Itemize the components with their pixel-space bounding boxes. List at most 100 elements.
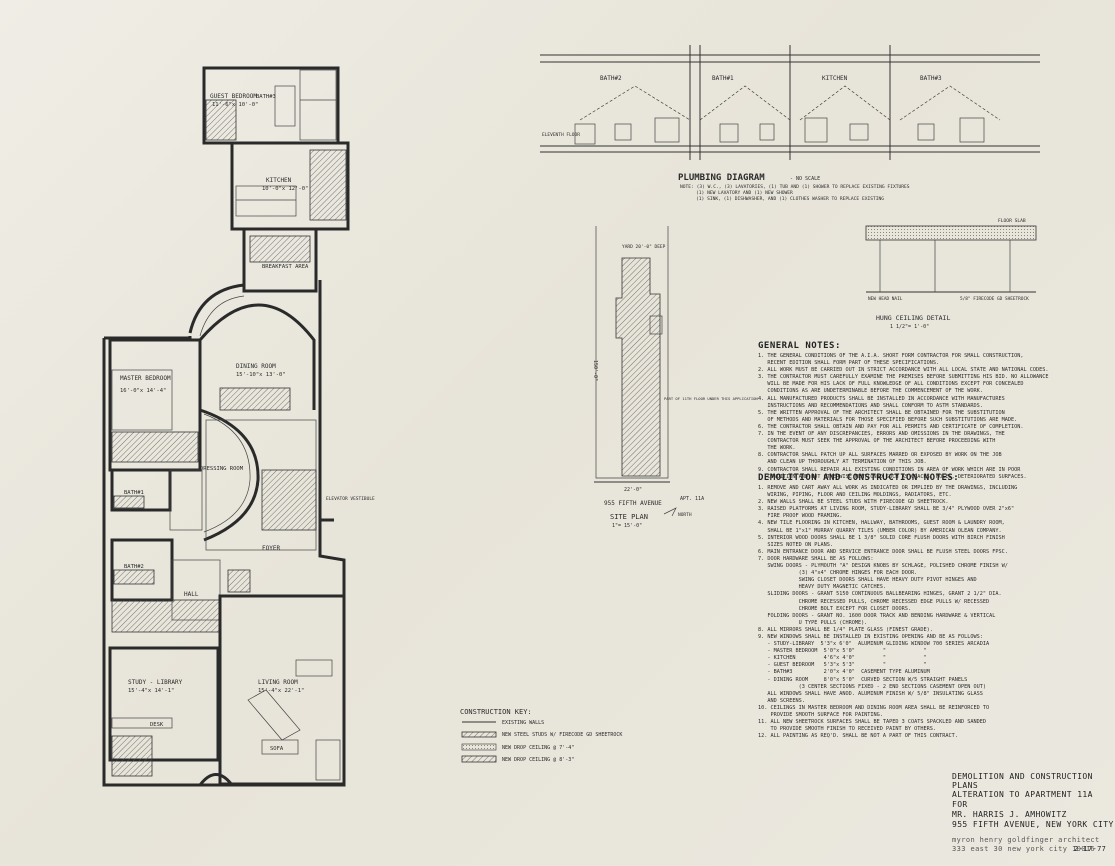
key-item-3: NEW DROP CEILING @ 7'-4" bbox=[502, 745, 574, 751]
demolition-note-line: 12. ALL PAINTING AS REQ'D. SHALL BE NOT … bbox=[758, 733, 958, 740]
eleventh-floor-label: ELEVENTH FLOOR bbox=[542, 132, 580, 138]
room-dressing: DRESSING ROOM bbox=[200, 466, 244, 472]
site-yard: YARD 20'-0" DEEP bbox=[622, 244, 666, 250]
room-study-size: 15'-4"x 14'-1" bbox=[128, 688, 174, 694]
room-foyer: FOYER bbox=[262, 545, 280, 552]
general-notes-heading: GENERAL NOTES: bbox=[758, 341, 841, 351]
demolition-note-line: - MASTER BEDROOM 5'0"x 5'0" " " bbox=[758, 648, 927, 655]
title-date: 2-17-77 bbox=[1074, 845, 1107, 853]
room-master: MASTER BEDROOM bbox=[120, 375, 171, 382]
general-note-line: 3. THE CONTRACTOR MUST CAREFULLY EXAMINE… bbox=[758, 374, 1049, 381]
ceiling-gypsum: 5/8" FIRECODE GD SHEETROCK bbox=[960, 296, 1029, 302]
breakfast-walls bbox=[242, 227, 318, 293]
demolition-note-line: SWING CLOSET DOORS SHALL HAVE HEAVY DUTY… bbox=[758, 577, 977, 584]
floor-plan bbox=[102, 66, 350, 787]
room-dining: DINING ROOM bbox=[236, 363, 276, 370]
demolition-note-line: - DINING ROOM 8'0"x 5'0" CURVED SECTION … bbox=[758, 676, 968, 683]
demolition-note-line: CHROME RECESSED PULLS, CHROME RECESSED E… bbox=[758, 598, 990, 605]
plumbing-title: PLUMBING DIAGRAM bbox=[678, 173, 765, 183]
key-item-2: NEW STEEL STUDS W/ FIRECODE GD SHEETROCK bbox=[502, 732, 622, 738]
site-width: 22'-0" bbox=[624, 487, 642, 493]
general-note-line: THE WORK. bbox=[758, 445, 796, 452]
ceiling-floor-slab: FLOOR SLAB bbox=[998, 218, 1026, 224]
plumbing-label-3: KITCHEN bbox=[822, 75, 848, 82]
room-bath1: BATH#1 bbox=[124, 490, 144, 496]
elevator-vestibule: ELEVATOR VESTIBULE bbox=[326, 496, 375, 502]
demolition-note-line: ALL WINDOWS SHALL HAVE ANOD. ALUMINUM FI… bbox=[758, 690, 983, 697]
demolition-note-line: - GUEST BEDROOM 5'3"x 5'3" " " bbox=[758, 662, 927, 669]
room-hall: HALL bbox=[184, 591, 199, 598]
room-dining-size: 15'-10"x 13'-0" bbox=[236, 372, 286, 378]
title-drawing: DEMOLITION AND CONSTRUCTION PLANS bbox=[952, 772, 1093, 790]
ceiling-scale: 1 1/2"= 1'-0" bbox=[890, 324, 929, 330]
demolition-note-line: - KITCHEN 4'6"x 4'0" " " bbox=[758, 655, 927, 662]
general-note-line: INSTRUCTIONS AND RECOMMENDATIONS AND SHA… bbox=[758, 402, 983, 409]
room-living: LIVING ROOM bbox=[258, 679, 298, 686]
building-footprint bbox=[615, 257, 661, 477]
plumbing-label-4: BATH#3 bbox=[920, 75, 942, 82]
general-note-line: CONDITION AND NOT OTHERWISE MENTIONED SU… bbox=[758, 473, 1027, 480]
guest-closet bbox=[205, 99, 237, 141]
room-kitchen: KITCHEN bbox=[266, 177, 292, 184]
demolition-note-line: (3 CENTER SECTIONS FIXED - 2 END SECTION… bbox=[758, 683, 986, 690]
demolition-note-line: 11. ALL NEW SHEETROCK SURFACES SHALL BE … bbox=[758, 719, 986, 726]
plumbing-note-2: (1) NEW LAVATORY AND (1) NEW SHOWER bbox=[696, 190, 793, 196]
demolition-note-line: 10. CEILINGS IN MASTER BEDROOM AND DININ… bbox=[758, 704, 990, 711]
room-guest-bedroom: GUEST BEDROOM bbox=[210, 93, 257, 100]
key-heading: CONSTRUCTION KEY: bbox=[460, 708, 532, 716]
demolition-note-line: HEAVY DUTY MAGNETIC CATCHES. bbox=[758, 584, 887, 591]
demolition-note-line: 2. NEW WALLS SHALL BE STEEL STUDS WITH F… bbox=[758, 499, 949, 506]
demolition-note-line: 5. INTERIOR WOOD DOORS SHALL BE 1 3/8" S… bbox=[758, 534, 1005, 541]
plumbing-label-2: BATH#1 bbox=[712, 75, 734, 82]
key-item-1: EXISTING WALLS bbox=[502, 720, 544, 726]
demolition-note-line: 9. NEW WINDOWS SHALL BE INSTALLED IN EXI… bbox=[758, 633, 983, 640]
demolition-note-line: PROVIDE SMOOTH SURFACE FOR PAINTING. bbox=[758, 712, 883, 718]
desk-label: DESK bbox=[150, 722, 164, 728]
site-north: NORTH bbox=[678, 512, 692, 518]
general-note-line: 8. CONTRACTOR SHALL PATCH UP ALL SURFACE… bbox=[758, 452, 1002, 459]
room-kitchen-size: 10'-0"x 12'-0" bbox=[262, 186, 308, 192]
general-notes: 1. THE GENERAL CONDITIONS OF THE A.I.A. … bbox=[758, 353, 1048, 481]
site-avenue: 955 FIFTH AVENUE bbox=[604, 500, 662, 507]
room-study: STUDY - LIBRARY bbox=[128, 679, 183, 686]
demolition-note-line: - STUDY-LIBRARY 5'3"x 6'0" ALUMINUM GLID… bbox=[758, 641, 990, 648]
site-title: SITE PLAN bbox=[610, 513, 648, 521]
site-scale: 1"= 15'-0" bbox=[612, 523, 642, 529]
demolition-note-line: SHALL BE 1"x1" MURRAY QUARRY TILES (UMBE… bbox=[758, 527, 1002, 534]
demolition-note-line: U TYPE PULLS (CHROME). bbox=[758, 619, 868, 626]
general-note-line: AND CLEAN UP THOROUGHLY AT TERMINATION O… bbox=[758, 459, 927, 466]
demolition-note-line: 7. DOOR HARDWARE SHALL BE AS FOLLOWS: bbox=[758, 555, 874, 562]
room-breakfast: BREAKFAST AREA bbox=[262, 264, 309, 270]
title-project: ALTERATION TO APARTMENT 11A bbox=[952, 790, 1093, 799]
title-client: MR. HARRIS J. AMHOWITZ bbox=[952, 810, 1067, 819]
general-note-line: 2. ALL WORK MUST BE CARRIED OUT IN STRIC… bbox=[758, 367, 1049, 374]
study-library-walls bbox=[108, 646, 220, 762]
living-room-walls bbox=[218, 594, 346, 786]
apartment-outline bbox=[102, 280, 346, 787]
room-master-size: 16'-0"x 14'-4" bbox=[120, 388, 166, 394]
general-note-line: CONTRACTOR MUST SEEK THE APPROVAL OF THE… bbox=[758, 438, 996, 445]
site-note: PART OF 11TH FLOOR UNDER THIS APPLICATIO… bbox=[664, 396, 758, 401]
hung-ceiling-detail: FLOOR SLAB NEW HEAD NAIL 5/8" FIRECODE G… bbox=[865, 218, 1037, 330]
north-arrow-icon bbox=[663, 507, 677, 517]
general-note-line: WILL BE MADE FOR HIS LACK OF FULL KNOWLE… bbox=[758, 381, 1024, 388]
title-for: FOR bbox=[952, 800, 968, 809]
demolition-note-line: FOLDING DOORS - GRANT NO. 1600 DOOR TRAC… bbox=[758, 612, 996, 619]
plumbing-diagram: BATH#2 BATH#1 KITCHEN BATH#3 ELEVENTH FL… bbox=[540, 45, 1040, 202]
plumbing-note-3: (1) SINK, (1) DISHWASHER, AND (1) CLOTHE… bbox=[696, 196, 884, 202]
plumbing-scale: - NO SCALE bbox=[790, 176, 820, 182]
general-note-line: RECENT EDITION SHALL FORM PART OF THESE … bbox=[758, 360, 940, 367]
demolition-note-line: - BATH#3 2'0"x 4'0" CASEMENT TYPE ALUMIN… bbox=[758, 669, 930, 676]
demolition-note-line: 1. REMOVE AND CART AWAY ALL WORK AS INDI… bbox=[758, 485, 1018, 491]
demolition-note-line: AND SCREENS. bbox=[758, 697, 805, 704]
general-note-line: CONDITIONS AS ARE UNDETERMINABLE BEFORE … bbox=[758, 388, 983, 395]
ceiling-new-head: NEW HEAD NAIL bbox=[868, 296, 903, 302]
demolition-notes: 1. REMOVE AND CART AWAY ALL WORK AS INDI… bbox=[758, 485, 1017, 740]
key-item-4: NEW DROP CEILING @ 8'-3" bbox=[502, 757, 574, 763]
demolition-note-line: (3) 4"x4" CHROME HINGES FOR EACH DOOR. bbox=[758, 570, 918, 577]
demolition-note-line: CHROME BOLT EXCEPT FOR CLOSET DOORS. bbox=[758, 605, 912, 612]
floor-plan-labels: GUEST BEDROOM 11'-6"x 10'-0" BATH#3 KITC… bbox=[120, 93, 375, 752]
title-address: 955 FIFTH AVENUE, NEW YORK CITY bbox=[952, 820, 1114, 829]
site-plan: YARD 20'-0" DEEP 150'-0" 22'-0" 955 FIFT… bbox=[592, 226, 758, 529]
